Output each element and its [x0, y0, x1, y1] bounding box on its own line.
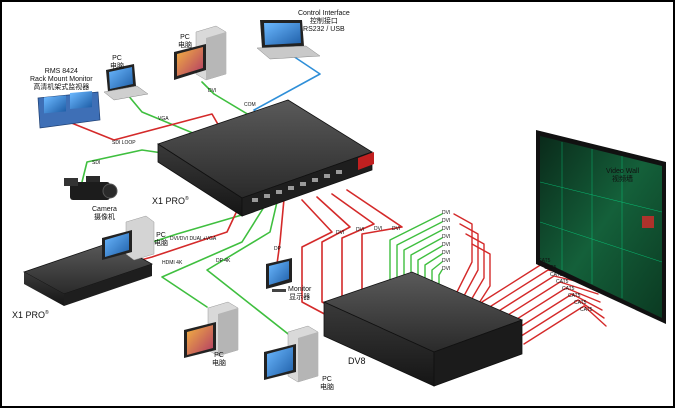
hdmi-4k-cable	[161, 206, 265, 308]
x1pro-second-name: X1 PRO	[12, 310, 46, 320]
control-interface-title: Control Interface	[298, 10, 350, 17]
wire-label-vga: VGA	[158, 116, 169, 122]
monitor-label: Monitor 显示器	[288, 286, 311, 302]
dp-monitor-cable	[276, 198, 285, 265]
wire-label-sdi-loop: SDI LOOP	[112, 140, 136, 146]
video-wall-cn: 视频墙	[612, 176, 634, 183]
monitor-cn: 显示器	[289, 294, 311, 301]
rack-monitor-cn: 高清机架式监视器	[33, 84, 90, 91]
pc-top-label: PC 电脑	[178, 34, 192, 50]
wire-label-cat5-3: CAT5	[550, 272, 563, 278]
wire-label-dvi-dv8-6: DVI	[442, 250, 451, 256]
pc-bottom-left-title: PC	[214, 352, 224, 359]
camera-label: Camera 摄像机	[92, 206, 117, 222]
pc-top-title: PC	[180, 34, 190, 41]
pc-bottom-left-cn: 电脑	[212, 360, 226, 367]
dvi-return-bundle	[451, 213, 491, 318]
pc-laptop-label: PC 电脑	[110, 55, 124, 71]
video-wall	[536, 130, 666, 324]
wire-label-dvi-dv8-3: DVI	[442, 226, 451, 232]
wire-label-dvi-top: DVI	[208, 88, 217, 94]
x1pro-second-label: X1 PRO®	[12, 308, 49, 320]
wire-label-dp-4k: DP 4K	[216, 258, 231, 264]
control-interface-cn: 控制接口	[309, 18, 338, 25]
pc-bottom-right	[264, 325, 319, 383]
pc-bottom-left-label: PC 电脑	[212, 352, 226, 368]
wire-label-cat5-8: CAT5	[580, 307, 593, 313]
video-wall-label: Video Wall 视频墙	[606, 168, 639, 184]
dv8-label: DV8	[348, 356, 366, 366]
wire-label-dvi-dv8-7: DVI	[442, 258, 451, 264]
rack-monitor-line2: Rack Mount Monitor	[30, 76, 93, 83]
wire-label-dvi-dual-vga: DVI/DVI DUAL+VGA	[170, 236, 217, 242]
pc-bottom-left	[184, 301, 239, 358]
wire-label-dvi-dv8-2: DVI	[442, 218, 451, 224]
x1pro-main-label: X1 PRO®	[152, 194, 189, 206]
wire-label-cat5-4: CAT5	[556, 279, 569, 285]
monitor-title: Monitor	[288, 286, 312, 293]
camera-title: Camera	[92, 206, 117, 213]
monitor	[266, 258, 292, 292]
wire-label-dvi-dv8-1: DVI	[442, 210, 451, 216]
x1pro-second-mark: ®	[45, 310, 49, 316]
wire-label-cat5-6: CAT5	[568, 293, 581, 299]
wire-label-dvi-out-3: DVI	[374, 226, 383, 232]
video-wall-title: Video Wall	[606, 168, 640, 175]
wire-label-cat5-1: CAT5	[538, 258, 551, 264]
wire-label-dvi-out-2: DVI	[356, 227, 365, 233]
pc-top-cn: 电脑	[178, 42, 192, 49]
pc-mid-cn: 电脑	[154, 240, 168, 247]
x1pro-main-mark: ®	[185, 196, 189, 202]
rack-monitor-line1: RMS 8424	[44, 68, 78, 75]
wire-label-cat5-5: CAT5	[562, 286, 575, 292]
pc-bottom-right-cn: 电脑	[320, 384, 334, 391]
wire-label-dvi-dv8-4: DVI	[442, 234, 451, 240]
rack-monitor-label: RMS 8424 Rack Mount Monitor 高清机架式监视器	[30, 68, 93, 92]
wire-label-com: COM	[244, 102, 256, 108]
pc-mid-label: PC 电脑	[154, 232, 168, 248]
control-laptop	[256, 20, 321, 60]
control-interface-ports: RS232 / USB	[303, 26, 345, 33]
dv8-chassis	[322, 271, 524, 387]
wire-label-dp: DP	[274, 246, 281, 252]
pc-top	[174, 25, 227, 81]
wire-label-hdmi-4k: HDMI 4K	[162, 260, 183, 266]
pc-mid-title: PC	[156, 232, 166, 239]
dp-4k-cable	[206, 201, 293, 338]
x1pro-main-name: X1 PRO	[152, 196, 186, 206]
wire-label-dvi-dv8-5: DVI	[442, 242, 451, 248]
pc-laptop	[103, 64, 149, 101]
wire-label-sdi: SDI	[92, 160, 101, 166]
x1pro-main	[157, 99, 374, 217]
camera-cn: 摄像机	[93, 214, 115, 221]
wire-label-dvi-dv8-8: DVI	[442, 266, 451, 272]
wire-label-dvi-out-4: DVI	[392, 226, 401, 232]
wire-label-cat5-2: CAT5	[544, 265, 557, 271]
pc-laptop-cn: 电脑	[110, 63, 124, 70]
rack-monitor	[37, 91, 101, 129]
pc-laptop-title: PC	[112, 55, 122, 62]
wire-label-cat5-7: CAT5	[574, 300, 587, 306]
dv8-name: DV8	[348, 356, 366, 366]
pc-bottom-right-label: PC 电脑	[320, 376, 334, 392]
pc-bottom-right-title: PC	[322, 376, 332, 383]
camera	[64, 176, 118, 200]
wire-label-dvi-out-1: DVI	[336, 230, 345, 236]
pc-mid	[102, 215, 155, 261]
control-interface-label: Control Interface 控制接口 RS232 / USB	[298, 10, 350, 34]
